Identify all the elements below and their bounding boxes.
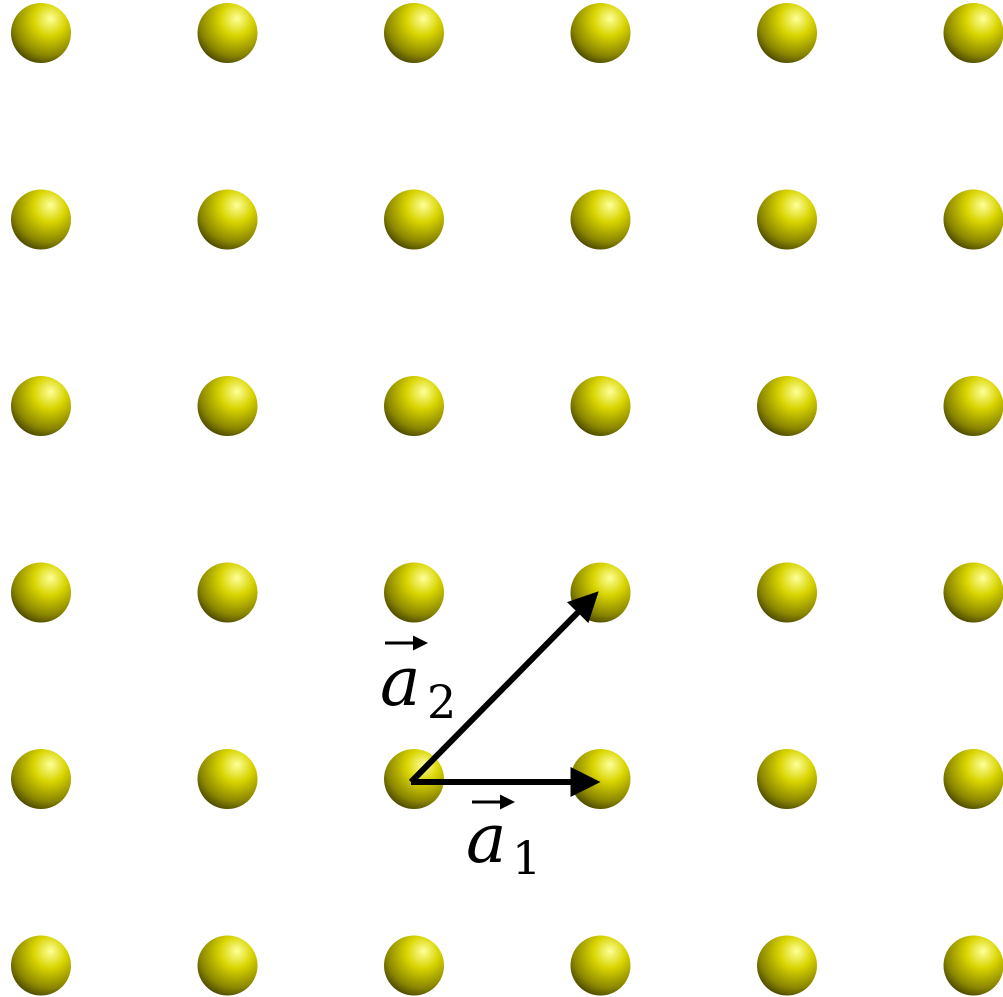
vector-a1-label: a 1 [466,794,541,885]
lattice-atom [11,3,71,63]
lattice-atom [757,376,817,436]
lattice-atom [570,935,631,996]
lattice-atom [197,562,258,623]
lattice-atom [757,935,817,996]
lattice-atom [11,935,71,996]
lattice-atom [197,749,258,809]
lattice-atom [570,376,631,436]
lattice-atom [11,189,71,250]
lattice-atom [197,376,258,436]
lattice-atom [384,562,444,623]
lattice-atoms [11,3,1003,996]
lattice-atom [384,376,444,436]
vector-a2-arrow [408,591,599,785]
lattice-atom [757,562,817,623]
vector-a2-subscript: 2 [427,675,456,729]
lattice-atom [943,189,1003,250]
lattice-atom [384,3,444,63]
lattice-atom [943,3,1003,63]
lattice-atom [384,189,444,250]
vector-a2-label: a 2 [380,635,456,729]
lattice-atom [11,749,71,809]
lattice-atom [197,189,258,250]
lattice-atom [11,376,71,436]
lattice-atom [11,562,71,623]
lattice-atom [757,189,817,250]
lattice-atom [943,376,1003,436]
lattice-atom [757,3,817,63]
vector-a1-subscript: 1 [512,831,541,885]
lattice-atom [943,935,1003,996]
vector-a2-symbol: a [380,643,421,722]
lattice-atom [197,3,258,63]
lattice-atom [197,935,258,996]
lattice-atom [384,935,444,996]
lattice-atom [943,749,1003,809]
lattice-atom [943,562,1003,623]
lattice-atom [570,189,631,250]
lattice-atom [570,3,631,63]
lattice-vectors: a 2 a 1 [380,591,601,885]
vector-a1-symbol: a [466,800,507,879]
lattice-atom [757,749,817,809]
